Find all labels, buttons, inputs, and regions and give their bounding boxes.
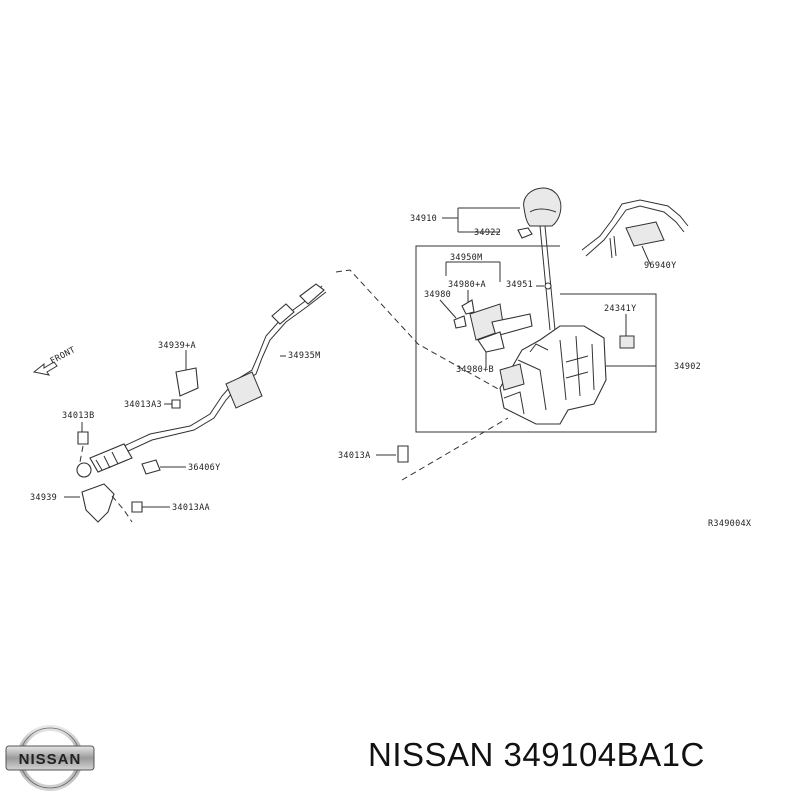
shifter-housing bbox=[499, 325, 607, 425]
label-34939A: 34939+A bbox=[158, 341, 196, 351]
nissan-logo: NISSAN bbox=[5, 725, 95, 791]
logo-text: NISSAN bbox=[19, 751, 82, 768]
label-34980B: 34980+B bbox=[456, 365, 494, 375]
reference-code: R349004X bbox=[708, 519, 752, 529]
label-34939: 34939 bbox=[30, 493, 57, 503]
label-34902: 34902 bbox=[674, 362, 701, 372]
detent-parts bbox=[453, 299, 533, 353]
front-arrow: FRONT bbox=[32, 345, 78, 376]
caption-part-number: 349104BA1C bbox=[503, 736, 705, 773]
wire-harness bbox=[581, 199, 689, 265]
label-96940Y: 96940Y bbox=[644, 261, 677, 271]
label-34013A3: 34013A3 bbox=[124, 400, 162, 410]
shift-knob bbox=[523, 187, 562, 331]
clip-36406Y bbox=[141, 459, 161, 475]
caption-brand: NISSAN bbox=[368, 736, 494, 773]
bracket-34939A bbox=[175, 367, 199, 397]
assembly-box bbox=[415, 245, 657, 433]
label-34950M: 34950M bbox=[450, 253, 483, 263]
shift-cable bbox=[76, 283, 327, 478]
label-34013A: 34013A bbox=[338, 451, 371, 461]
label-34013B: 34013B bbox=[62, 411, 95, 421]
bolt-34013A bbox=[397, 445, 409, 463]
label-34910: 34910 bbox=[410, 214, 437, 224]
label-34980A: 34980+A bbox=[448, 280, 486, 290]
label-34951: 34951 bbox=[506, 280, 533, 290]
front-label: FRONT bbox=[49, 345, 78, 367]
label-34935M: 34935M bbox=[288, 351, 321, 361]
part-caption: NISSAN 349104BA1C bbox=[368, 736, 705, 774]
label-34013AA: 34013AA bbox=[172, 503, 210, 513]
bracket-34939 bbox=[81, 483, 115, 523]
label-34980: 34980 bbox=[424, 290, 451, 300]
bulb-socket bbox=[619, 335, 635, 349]
label-34922: 34922 bbox=[474, 228, 501, 238]
label-24341Y: 24341Y bbox=[604, 304, 637, 314]
label-36406Y: 36406Y bbox=[188, 463, 221, 473]
